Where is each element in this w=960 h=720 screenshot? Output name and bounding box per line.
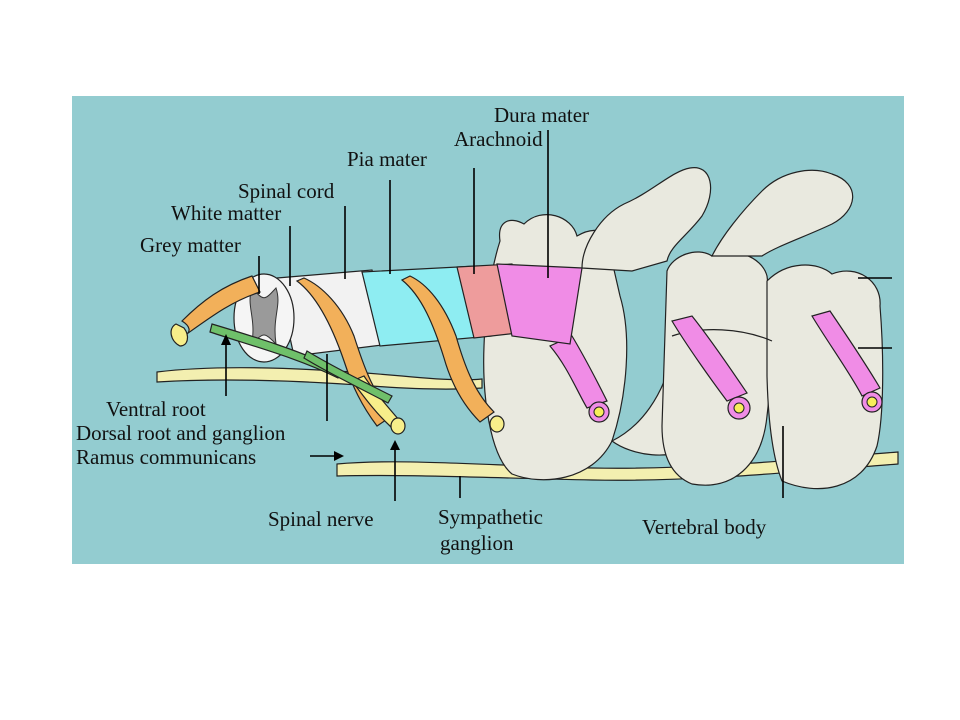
label-sympathetic-ganglion-line1: Sympathetic [438, 505, 543, 529]
dura-mater-segment [496, 263, 583, 345]
ramus-communicans-2 [303, 350, 393, 404]
label-ventral-root: Ventral root [106, 397, 206, 421]
label-vertebral-body: Vertebral body [642, 515, 767, 539]
label-pia-mater: Pia mater [347, 147, 427, 171]
spinal-nerve-1-end [390, 417, 406, 435]
label-grey-matter: Grey matter [140, 233, 241, 257]
leader-ventral-root-arrow [221, 334, 231, 345]
dural-sleeve-3 [811, 310, 881, 397]
label-arachnoid: Arachnoid [454, 127, 543, 151]
dorsal-root-1 [181, 275, 261, 337]
nerve-cut-3 [866, 396, 878, 408]
label-dorsal-root-ganglion: Dorsal root and ganglion [76, 421, 286, 445]
sympathetic-chain-upper [156, 367, 483, 390]
leader-spinal-nerve-arrow [390, 440, 400, 450]
dural-sleeve-1 [549, 335, 608, 409]
diagram-canvas: Dura mater Arachnoid Pia mater Spinal co… [72, 96, 904, 564]
label-spinal-cord: Spinal cord [238, 179, 335, 203]
ramus-communicans-1 [209, 323, 343, 379]
ventral-root-end [170, 323, 189, 347]
spinal-cord-diagram: Dura mater Arachnoid Pia mater Spinal co… [72, 96, 904, 564]
dorsal-root-3 [400, 275, 495, 423]
dural-sleeve-2 [671, 315, 748, 402]
spinal-nerve-2-end [489, 415, 505, 433]
label-dura-mater: Dura mater [494, 103, 589, 127]
nerve-cut-1 [593, 406, 605, 418]
label-white-matter: White matter [171, 201, 281, 225]
label-ramus-communicans: Ramus communicans [76, 445, 256, 469]
nerve-cut-2 [733, 402, 745, 414]
vertebra-3 [766, 264, 884, 490]
leader-ramus-arrow [334, 451, 344, 461]
label-sympathetic-ganglion-line2: ganglion [440, 531, 514, 555]
label-spinal-nerve: Spinal nerve [268, 507, 374, 531]
